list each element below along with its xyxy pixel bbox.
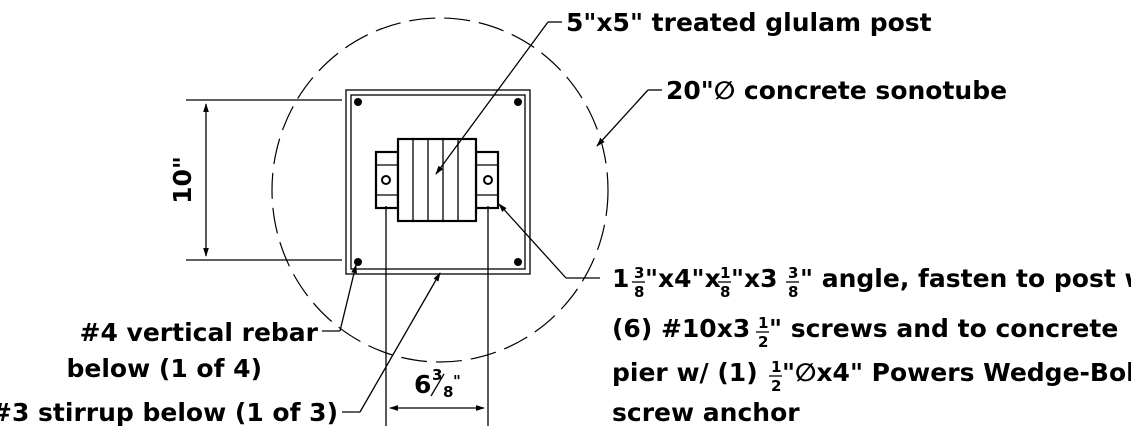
angle-note-l1-e: "x3 — [731, 264, 778, 293]
dim-width-label: 6 — [414, 370, 431, 399]
leader-post — [435, 21, 549, 175]
frac-den: 2 — [771, 377, 781, 395]
rebar-dot — [514, 258, 522, 266]
dim-width-inch: " — [453, 372, 461, 390]
angle-note-l1-a: 1 — [612, 264, 629, 293]
rebar-dot — [354, 258, 362, 266]
pier-inner-square — [350, 94, 526, 270]
label-stirrup: #3 stirrup below (1 of 3) — [0, 398, 338, 427]
frac-num: 3 — [788, 264, 798, 282]
frac-num: 1 — [758, 314, 768, 332]
rebar-dot — [354, 98, 362, 106]
leader-sonotube — [596, 89, 649, 147]
label-sonotube: 20"∅ concrete sonotube — [666, 76, 1007, 105]
angle-note-l4: screw anchor — [612, 398, 800, 427]
leader-stirrup — [359, 272, 441, 413]
label-post: 5"x5" treated glulam post — [566, 8, 932, 37]
frac-num: 1 — [720, 264, 730, 282]
angle-note-l3-c: "∅x4" Powers Wedge-Bolt — [782, 358, 1131, 387]
frac-num: 3 — [634, 264, 644, 282]
bolt-hole-right — [483, 175, 493, 185]
sonotube-circle — [271, 17, 609, 363]
label-rebar-line2: below (1 of 4) — [67, 354, 263, 383]
frac-den: 2 — [758, 333, 768, 351]
angle-note-l1-c: "x4"x — [645, 264, 721, 293]
glulam-post — [396, 137, 478, 223]
label-rebar-line1: #4 vertical rebar — [80, 318, 319, 347]
rebar-dot — [514, 98, 522, 106]
dim-height-label: 10" — [168, 156, 197, 204]
angle-note: 1 3 8 "x4"x 1 8 "x3 3 8 " angle, fasten … — [612, 264, 1131, 427]
frac-num: 1 — [771, 358, 781, 376]
frac-den: 8 — [788, 283, 798, 301]
dim-width-frac-num: 3 — [432, 366, 442, 384]
leader-angle — [498, 203, 567, 279]
dim-width-frac-den: 8 — [443, 383, 453, 401]
leader-rebar — [339, 264, 357, 332]
angle-note-l3-a: pier w/ (1) — [612, 358, 758, 387]
dim-width-frac-slash — [430, 373, 445, 397]
angle-note-l2-c: " screws and to concrete — [769, 314, 1118, 343]
angle-note-l1-g: " angle, fasten to post w/ — [800, 264, 1131, 293]
bolt-hole-left — [381, 175, 391, 185]
frac-den: 8 — [634, 283, 644, 301]
angle-note-l2-a: (6) #10x3 — [612, 314, 750, 343]
frac-den: 8 — [720, 283, 730, 301]
